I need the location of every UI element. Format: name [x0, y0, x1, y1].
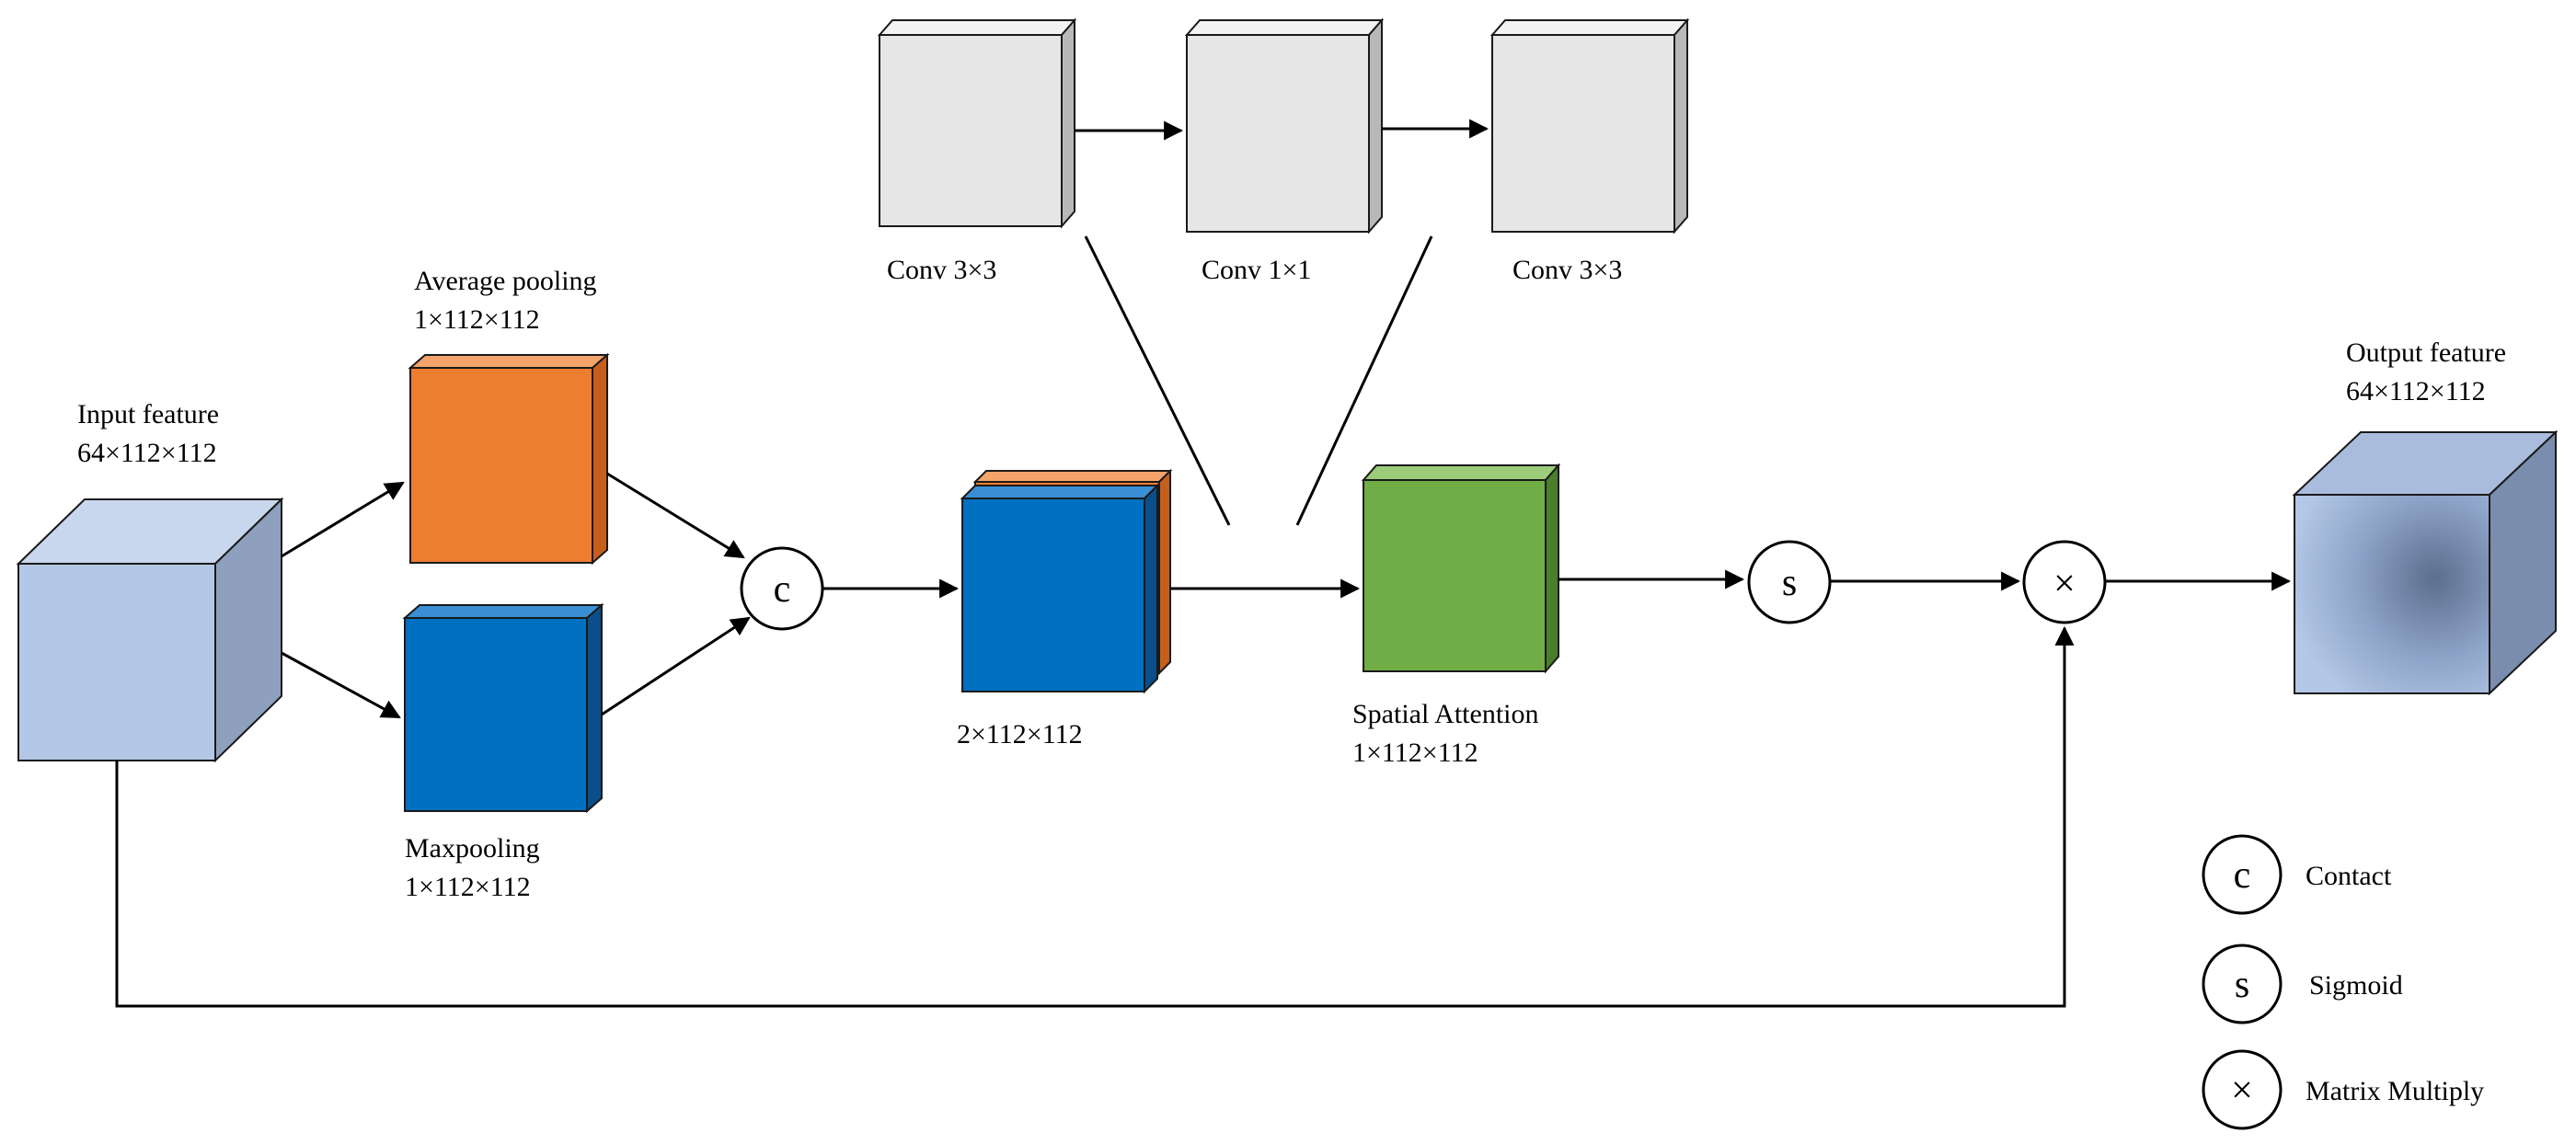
input-feature-dims: 64×112×112: [77, 438, 217, 468]
input-feature-title: Input feature: [77, 399, 219, 429]
conv-block-3: [1489, 17, 1690, 235]
legend-item-contact: c Contact: [2202, 834, 2392, 915]
connections: [115, 119, 2292, 1008]
concat-result-stack: [960, 468, 1173, 694]
legend-symbol-multiply: ×: [2231, 1070, 2253, 1112]
legend-item-sigmoid: s Sigmoid: [2202, 944, 2403, 1024]
concat-op-symbol: c: [774, 568, 791, 611]
output-feature-dims: 64×112×112: [2346, 376, 2486, 406]
conv-1-label: Conv 3×3: [887, 255, 996, 285]
output-feature-title: Output feature: [2346, 337, 2506, 368]
average-pooling-title: Average pooling: [414, 266, 597, 296]
conv-3-label: Conv 3×3: [1512, 255, 1622, 285]
spatial-attention-dims: 1×112×112: [1352, 738, 1478, 768]
average-pooling-block: [408, 352, 610, 566]
legend-label-contact: Contact: [2306, 861, 2392, 891]
conv-2-label: Conv 1×1: [1202, 255, 1311, 285]
legend-label-matrix-multiply: Matrix Multiply: [2306, 1076, 2484, 1106]
spatial-attention-block: [1361, 463, 1561, 674]
legend: c Contact s Sigmoid × Matrix Multiply: [2202, 834, 2484, 1130]
legend-item-matrix-multiply: × Matrix Multiply: [2202, 1049, 2484, 1130]
legend-label-sigmoid: Sigmoid: [2309, 970, 2403, 1001]
average-pooling-dims: 1×112×112: [414, 304, 540, 335]
legend-symbol-c: c: [2234, 854, 2251, 897]
input-feature-cube: [16, 497, 284, 763]
conv-block-2: [1184, 17, 1385, 235]
arrow-skip-connection: [115, 625, 2075, 1008]
conv-branch-left-line: [1084, 235, 1231, 526]
arrow-input-to-avgpool: [281, 481, 405, 558]
concat-result-dims: 2×112×112: [957, 719, 1083, 749]
multiply-op-symbol: ×: [2053, 563, 2076, 605]
max-pooling-block: [402, 602, 604, 814]
spatial-attention-title: Spatial Attention: [1352, 699, 1539, 729]
legend-symbol-s: s: [2235, 964, 2249, 1006]
arrow-avgpool-to-concat: [606, 472, 745, 559]
conv-block-1: [877, 17, 1077, 229]
arrow-maxpool-to-concat: [601, 616, 751, 716]
sigmoid-op-node: s: [1747, 540, 1832, 624]
max-pooling-dims: 1×112×112: [405, 872, 531, 902]
max-pooling-title: Maxpooling: [405, 833, 540, 864]
arrow-input-to-maxpool: [281, 651, 401, 719]
concat-op-node: c: [740, 546, 824, 631]
output-feature-cube: [2292, 429, 2559, 696]
sigmoid-op-symbol: s: [1782, 562, 1797, 604]
conv-branch-right-line: [1295, 235, 1433, 526]
multiply-op-node: ×: [2022, 540, 2107, 624]
